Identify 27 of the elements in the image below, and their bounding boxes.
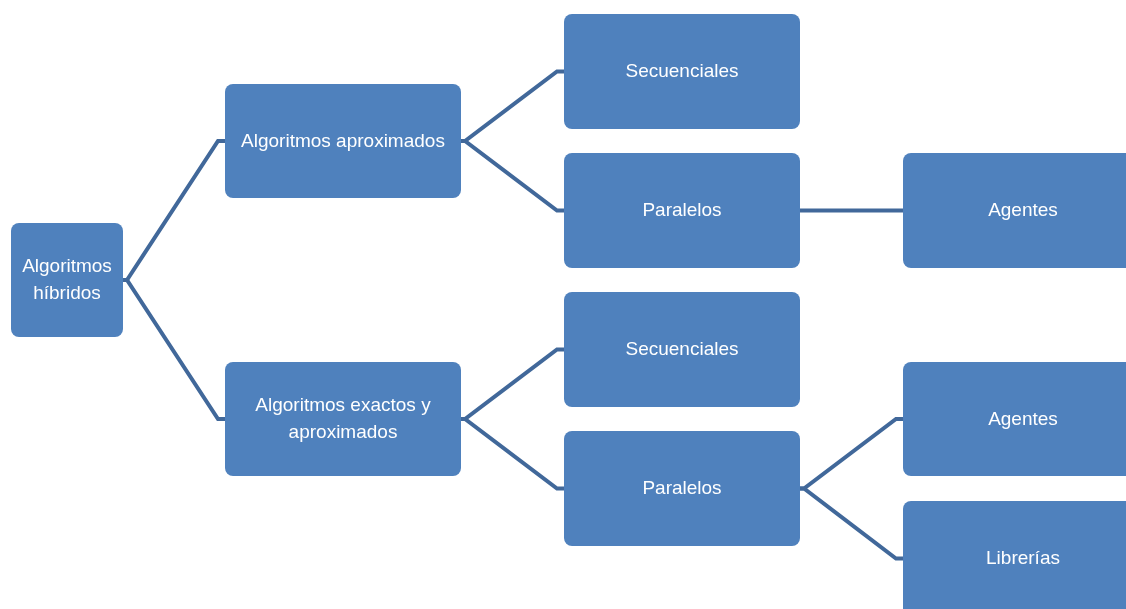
connector-line — [123, 278, 225, 421]
box-label: Secuenciales — [625, 59, 739, 84]
box-label: Agentes — [988, 406, 1058, 431]
box-label: Paralelos — [642, 198, 722, 223]
box-label: Librerías — [986, 546, 1060, 571]
process-box — [903, 153, 1126, 268]
connector-line — [800, 486, 903, 561]
box-label: Secuenciales — [625, 337, 739, 362]
process-box — [903, 362, 1126, 476]
process-box — [11, 223, 123, 337]
connector-line — [461, 139, 564, 213]
box-label: Paralelos — [642, 476, 722, 501]
process-box — [225, 84, 461, 198]
box-label: Algoritmos aproximados — [241, 128, 445, 153]
box-label: Algoritmos exactos y aproximados — [254, 393, 432, 444]
process-box — [903, 501, 1126, 609]
connector-line — [800, 417, 903, 491]
box-label: Agentes — [988, 198, 1058, 223]
connector-line — [123, 139, 225, 282]
process-box — [564, 292, 800, 407]
process-box — [564, 431, 800, 546]
process-box — [564, 153, 800, 268]
process-box — [225, 362, 461, 476]
box-label: Algoritmos híbridos — [21, 254, 113, 305]
connector-line — [800, 208, 903, 213]
process-box — [564, 14, 800, 129]
connector-line — [461, 417, 564, 491]
